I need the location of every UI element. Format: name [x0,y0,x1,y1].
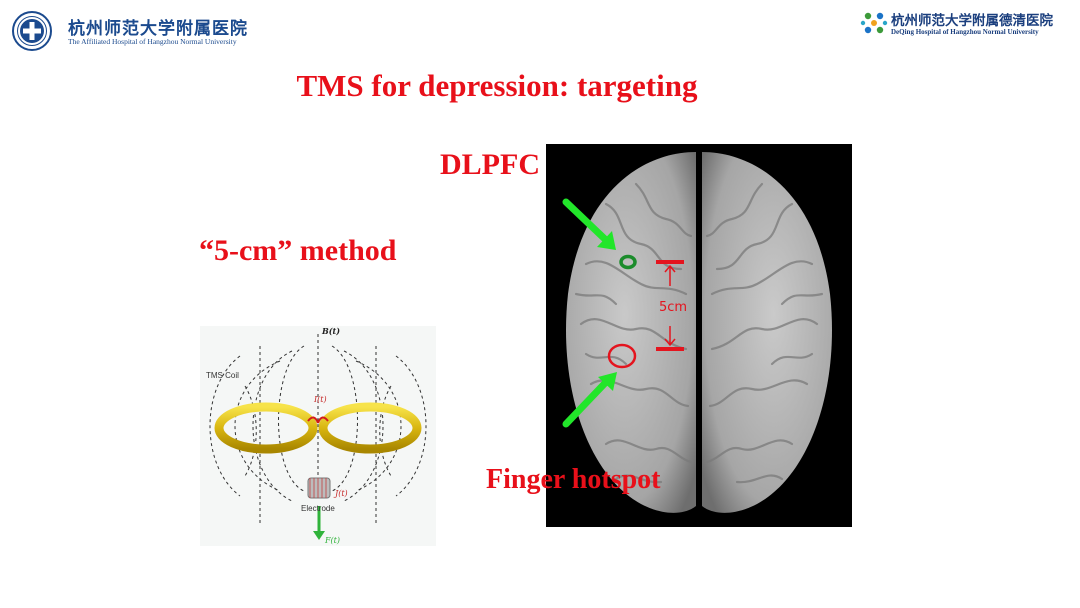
coil-field-illustration: B(t) TMS Coil I(t) J(t) Electrode F(t) [206,326,427,545]
right-hospital-logo: 杭州师范大学附属德清医院 DeQing Hospital of Hangzhou… [860,8,1072,40]
left-hospital-logo: 杭州师范大学附属医院 The Affiliated Hospital of Ha… [10,8,250,51]
left-logo-english-name: The Affiliated Hospital of Hangzhou Norm… [68,37,237,46]
electrode-label: Electrode [301,504,335,513]
finger-hotspot-label: Finger hotspot [486,464,661,495]
five-cm-distance-label: 5cm [659,300,687,315]
hospital-seal-icon [12,11,52,51]
right-logo-english-name: DeQing Hospital of Hangzhou Normal Unive… [891,28,1039,36]
magnetic-field-label: B(t) [321,326,340,336]
brain-image-panel: 5cm [546,144,852,527]
induced-current-label: J(t) [333,489,348,498]
tms-coil-label: TMS Coil [206,371,239,380]
dlpfc-label: DLPFC [440,148,540,181]
current-label: I(t) [313,395,327,404]
left-logo-chinese-name: 杭州师范大学附属医院 [68,19,248,39]
deqing-hospital-mark-icon [860,12,888,34]
five-cm-method-label: “5-cm” method [199,234,397,267]
right-logo-chinese-name: 杭州师范大学附属德清医院 [891,13,1053,29]
slide-title: TMS for depression: targeting [296,68,698,103]
tms-coil-diagram: B(t) TMS Coil I(t) J(t) Electrode F(t) [200,326,436,546]
force-label: F(t) [324,536,340,545]
brain-top-view-illustration: 5cm [562,152,832,513]
